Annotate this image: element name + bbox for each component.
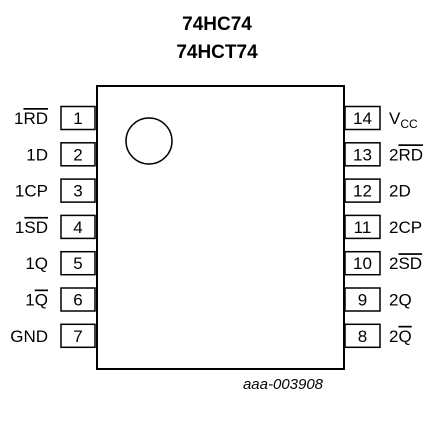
pin-4-label: 1SD xyxy=(15,218,48,237)
pin-11-box xyxy=(344,214,381,240)
pin-6: 6 1Q xyxy=(25,287,96,312)
left-pin-column: 1 1RD 2 1D 3 1CP 4 1SD 5 1Q 6 1Q 7 GND xyxy=(10,105,96,349)
pin-9: 9 2Q xyxy=(344,287,412,312)
pin-1-number: 1 xyxy=(73,109,82,128)
pin-7: 7 GND xyxy=(10,323,96,349)
pin-5: 5 1Q xyxy=(25,250,96,276)
pin-3-number: 3 xyxy=(73,182,82,201)
pin-14-box xyxy=(344,105,381,131)
pin-7-number: 7 xyxy=(73,327,82,346)
pin-13: 13 2RD xyxy=(344,142,423,167)
pin-9-number: 9 xyxy=(358,291,367,310)
pin-4-number: 4 xyxy=(73,218,82,237)
pin-3: 3 1CP xyxy=(15,178,96,203)
figure-reference: aaa-003908 xyxy=(243,376,324,393)
pin-8-number: 8 xyxy=(358,327,367,346)
pin-11-number: 11 xyxy=(354,218,372,237)
pin-6-label: 1Q xyxy=(25,291,48,310)
pin-2-box xyxy=(60,142,96,167)
pin-13-box xyxy=(344,142,381,167)
pin-9-label: 2Q xyxy=(389,291,412,310)
pin-14-number: 14 xyxy=(353,109,372,128)
pin-14-label: VCC xyxy=(389,109,418,131)
title-line-2: 74HCT74 xyxy=(176,42,258,63)
pin-5-number: 5 xyxy=(73,254,82,273)
title-line-1: 74HC74 xyxy=(182,14,252,35)
pin-7-label: GND xyxy=(10,327,48,346)
pin-1-label: 1RD xyxy=(14,109,48,128)
pin-12-label: 2D xyxy=(389,182,411,201)
pin-1: 1 1RD xyxy=(14,105,96,131)
pin-6-number: 6 xyxy=(73,291,82,310)
pin-4-box xyxy=(60,214,96,240)
pin-12-box xyxy=(344,178,381,203)
pin-2-number: 2 xyxy=(73,145,82,164)
pin-10-box xyxy=(344,250,381,276)
pin-2: 2 1D xyxy=(26,142,96,167)
pin-3-label: 1CP xyxy=(15,182,48,201)
pin-13-label: 2RD xyxy=(389,145,423,164)
pin-12-number: 12 xyxy=(353,182,372,201)
right-pin-column: 14 VCC 13 2RD 12 2D 11 2CP 10 2SD 9 2Q 8 2Q xyxy=(344,105,423,349)
pin-6-box xyxy=(60,287,96,312)
pin-12: 12 2D xyxy=(344,178,411,203)
pin-7-box xyxy=(60,323,96,349)
pin-5-label: 1Q xyxy=(25,254,48,273)
pin-2-label: 1D xyxy=(26,145,48,164)
pin-4: 4 1SD xyxy=(15,214,96,240)
pin-10-number: 10 xyxy=(353,254,372,273)
pin-5-box xyxy=(60,250,96,276)
pin-14: 14 VCC xyxy=(344,105,418,131)
pin-10-label: 2SD xyxy=(389,254,422,273)
pin-13-number: 13 xyxy=(353,145,372,164)
pin-8-label: 2Q xyxy=(389,327,412,346)
pin-8: 8 2Q xyxy=(344,323,412,349)
pin1-orientation-mark xyxy=(125,117,173,165)
pin-1-box xyxy=(60,105,96,131)
pin-11-label: 2CP xyxy=(389,218,422,237)
pin-10: 10 2SD xyxy=(344,250,422,276)
pin-9-box xyxy=(344,287,381,312)
pin-11: 11 2CP xyxy=(344,214,422,240)
pin-3-box xyxy=(60,178,96,203)
pin-8-box xyxy=(344,323,381,349)
